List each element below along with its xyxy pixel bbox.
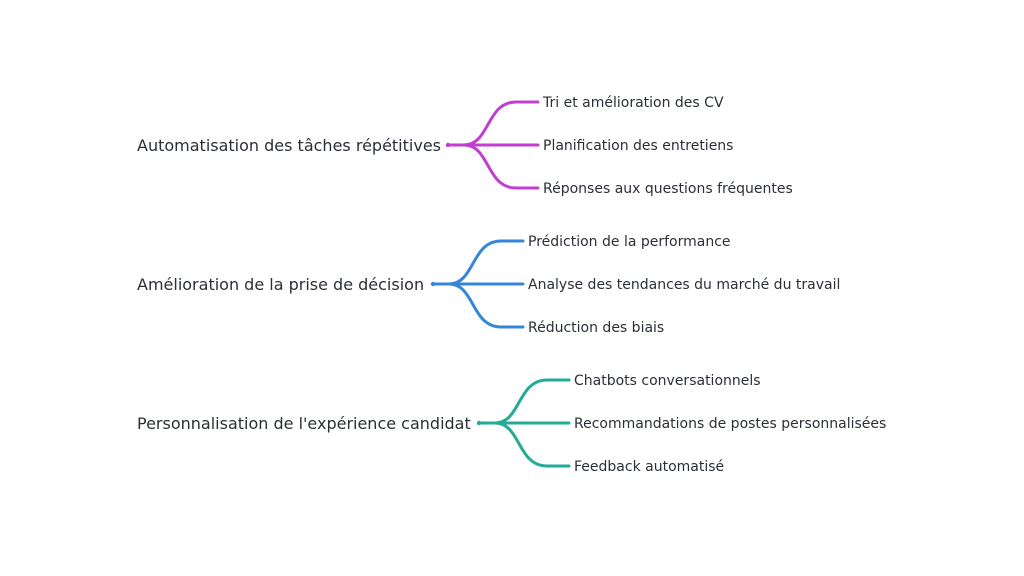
leaf-cv-sorting: Tri et amélioration des CV: [542, 95, 724, 111]
branch-decision-making: Amélioration de la prise de décision Pré…: [137, 234, 840, 336]
connector-candidate-3: [477, 421, 571, 468]
connector-decision-3: [431, 282, 525, 329]
branch-label-candidate-experience: Personnalisation de l'expérience candida…: [137, 414, 471, 433]
leaf-job-recommendations: Recommandations de postes personnalisées: [574, 416, 886, 432]
branch-candidate-experience: Personnalisation de l'expérience candida…: [137, 373, 886, 475]
branch-origin-dot: [476, 420, 482, 426]
leaf-market-trends: Analyse des tendances du marché du trava…: [528, 277, 840, 293]
branch-origin-dot: [430, 281, 436, 287]
leaf-chatbots: Chatbots conversationnels: [574, 373, 761, 389]
leaf-bias-reduction: Réduction des biais: [528, 320, 664, 336]
leaf-faq-answers: Réponses aux questions fréquentes: [543, 181, 793, 197]
branch-label-automation: Automatisation des tâches répétitives: [137, 136, 441, 155]
connector-candidate-1: [477, 378, 571, 425]
connector-automation-3: [446, 143, 540, 190]
leaf-interview-scheduling: Planification des entretiens: [543, 138, 733, 154]
leaf-performance-prediction: Prédiction de la performance: [528, 234, 731, 250]
connector-automation-1: [446, 100, 540, 147]
branch-automation: Automatisation des tâches répétitives Tr…: [137, 95, 793, 197]
branch-origin-dot: [445, 142, 451, 148]
leaf-automated-feedback: Feedback automatisé: [574, 459, 724, 475]
branch-label-decision-making: Amélioration de la prise de décision: [137, 275, 424, 294]
connector-decision-1: [431, 239, 525, 286]
